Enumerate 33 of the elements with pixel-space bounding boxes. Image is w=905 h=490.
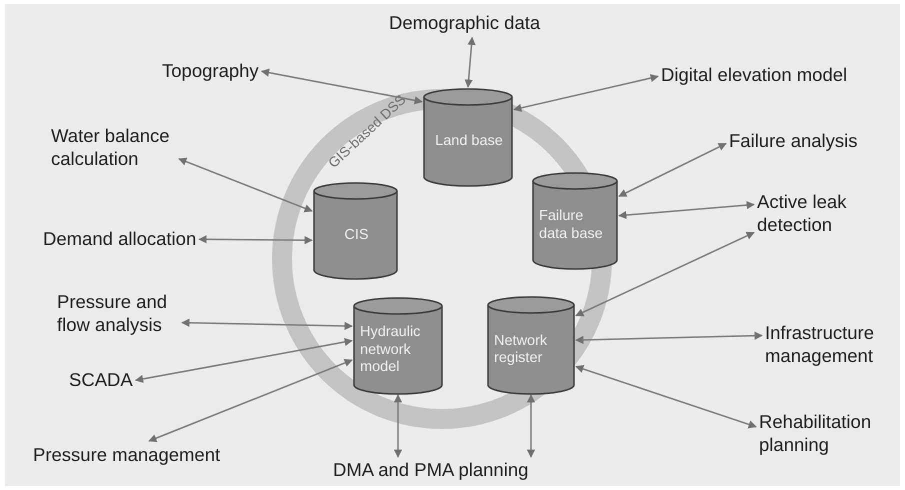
application-label: Demographic data: [389, 12, 540, 35]
application-label: Water balance calculation: [51, 125, 176, 170]
application-label: Pressure and flow analysis: [57, 291, 179, 336]
application-label: DMA and PMA planning: [333, 459, 528, 482]
arrow: [618, 142, 727, 197]
application-label: Infrastructure management: [765, 322, 905, 368]
arrow: [513, 74, 659, 112]
arrow: [575, 232, 755, 316]
arrow: [181, 318, 353, 330]
application-label: Rehabilitation planning: [759, 411, 889, 456]
arrow: [178, 158, 313, 212]
application-label: Active leak detection: [757, 191, 877, 236]
arrow: [575, 332, 763, 344]
application-label: Demand allocation: [43, 228, 196, 251]
arrow: [618, 201, 755, 220]
application-label: Topography: [162, 60, 259, 83]
database-label: CIS: [344, 226, 369, 244]
arrow: [464, 36, 476, 88]
application-label: Failure analysis: [729, 130, 858, 153]
database-label: Land base: [435, 133, 503, 151]
arrow: [134, 338, 353, 383]
arrow: [394, 394, 402, 458]
database-label: Failure data base: [539, 208, 604, 243]
arrow: [526, 394, 536, 458]
arrow: [148, 358, 353, 442]
application-label: Digital elevation model: [661, 64, 848, 87]
arrow: [260, 68, 423, 104]
database-label: Hydraulic network model: [360, 324, 422, 377]
arrow: [198, 235, 313, 244]
application-label: SCADA: [69, 369, 133, 392]
database-label: Network register: [494, 332, 548, 368]
application-label: Pressure management: [33, 444, 220, 467]
arrow: [575, 365, 757, 428]
